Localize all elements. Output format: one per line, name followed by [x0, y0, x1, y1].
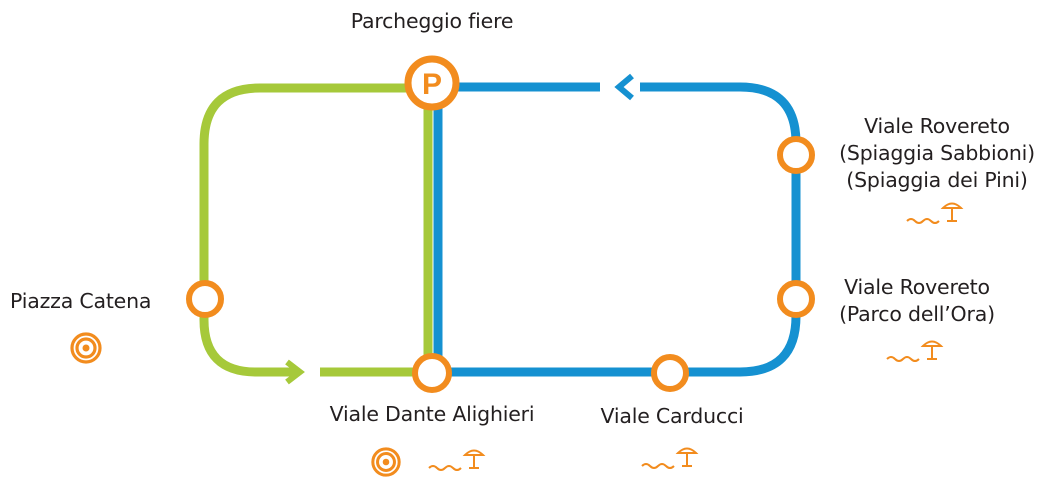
stop-name: Viale Rovereto [844, 275, 990, 299]
green-arrow-icon [285, 359, 305, 385]
beach-umbrella-icon [428, 449, 486, 471]
target-icon [371, 447, 401, 477]
blue-route [433, 82, 801, 377]
stop-subtitle: (Parco dell’Ora) [839, 302, 995, 326]
stop-marker-piazza-catena[interactable] [186, 280, 224, 318]
parking-symbol: P [422, 68, 442, 101]
stop-marker-carducci[interactable] [651, 354, 689, 392]
parking-label: Parcheggio fiere [350, 9, 514, 33]
target-icon [70, 332, 102, 364]
stop-label-rovereto-spiaggia: Viale Rovereto (Spiaggia Sabbioni) (Spia… [839, 113, 1035, 194]
parking-marker[interactable]: P [404, 55, 460, 111]
stop-label-carducci: Viale Carducci [600, 404, 744, 428]
stop-subtitle-1: (Spiaggia Sabbioni) [839, 141, 1035, 165]
blue-arrow-icon [614, 73, 634, 101]
stop-marker-rovereto-spiaggia[interactable] [777, 136, 815, 174]
beach-umbrella-icon [641, 447, 699, 469]
beach-umbrella-icon [886, 340, 944, 362]
stop-label-dante-alighieri: Viale Dante Alighieri [329, 402, 535, 426]
beach-umbrella-icon [906, 202, 964, 224]
stop-marker-dante-alighieri[interactable] [412, 353, 452, 393]
stop-label-rovereto-parco: Viale Rovereto (Parco dell’Ora) [839, 274, 995, 328]
stop-label-piazza-catena: Piazza Catena [10, 289, 152, 313]
stop-subtitle-2: (Spiaggia dei Pini) [846, 168, 1028, 192]
stop-name: Viale Rovereto [864, 114, 1010, 138]
green-route-segment [320, 88, 433, 377]
green-route [199, 83, 433, 377]
stop-marker-rovereto-parco[interactable] [777, 280, 815, 318]
